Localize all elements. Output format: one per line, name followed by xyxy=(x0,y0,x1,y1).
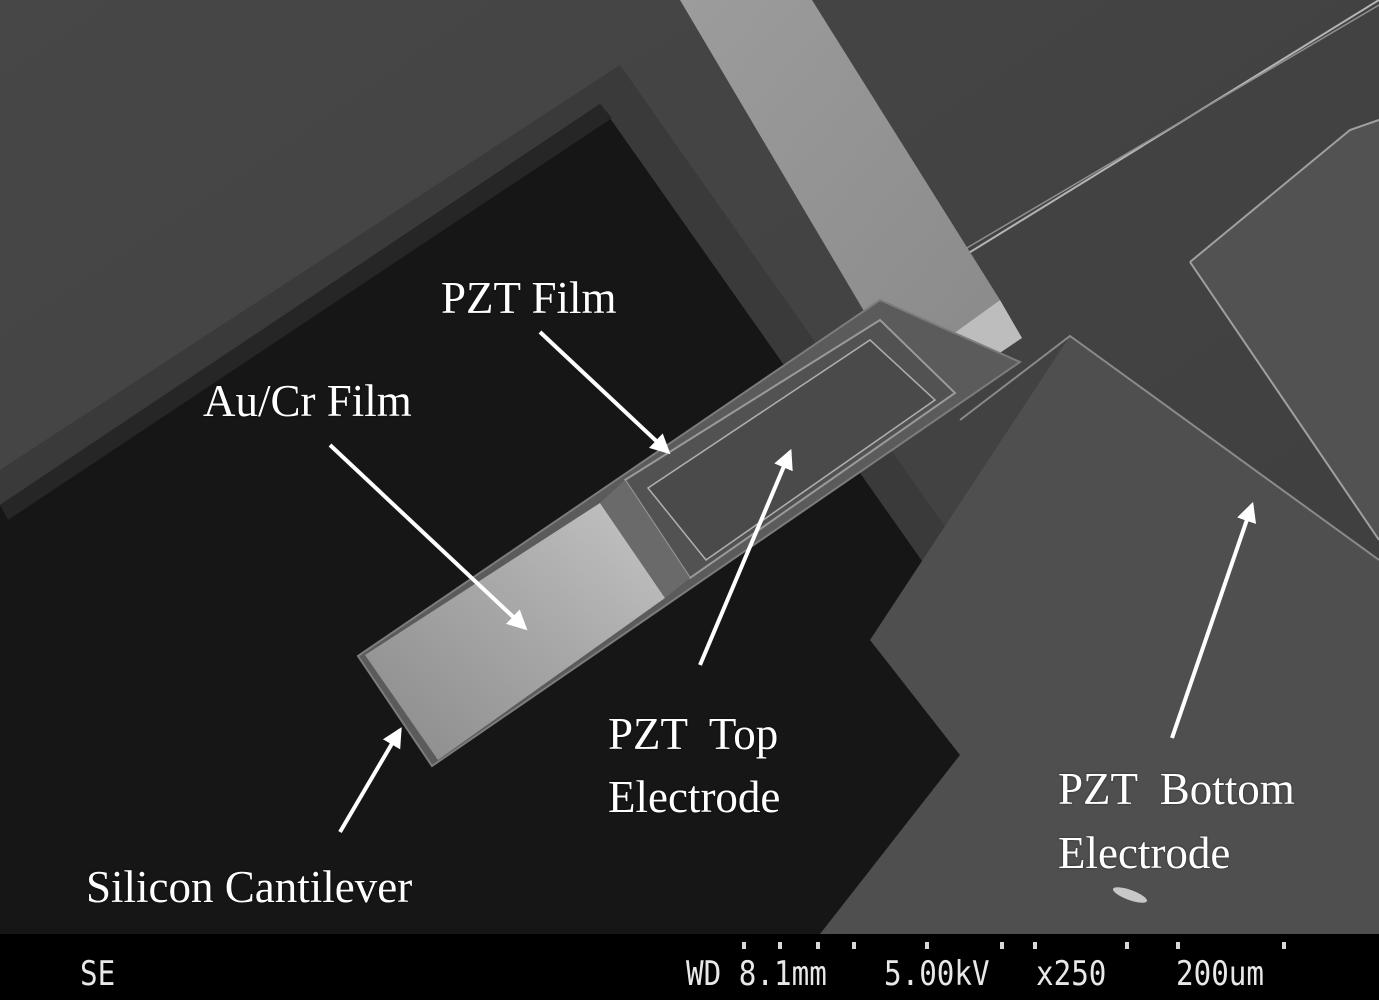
info-tick xyxy=(1176,942,1180,949)
arrow-pzt-film xyxy=(538,330,671,455)
debris-particle xyxy=(1112,887,1148,903)
trace-line-2 xyxy=(959,4,1379,253)
pzt-film-label: PZT Film xyxy=(441,273,617,323)
working-distance: WD 8.1mm xyxy=(686,954,827,994)
pzt-bottom-electrode-label-line2: Electrode xyxy=(1058,828,1231,878)
arrow-au-cr-film xyxy=(328,443,528,631)
info-tick xyxy=(778,942,782,949)
info-tick xyxy=(925,942,929,949)
au-cr-film-label: Au/Cr Film xyxy=(203,376,412,426)
silicon-cantilever-label: Silicon Cantilever xyxy=(86,862,413,912)
detector-mode: SE xyxy=(80,954,116,994)
info-tick xyxy=(1125,942,1129,949)
arrow-pzt-top-electrode xyxy=(698,448,793,666)
info-tick xyxy=(1282,942,1286,949)
pzt-bottom-electrode-label-line1: PZT Bottom xyxy=(1058,764,1295,814)
info-tick xyxy=(1033,942,1037,949)
right-pad-edge xyxy=(1189,119,1379,263)
magnification: x250 xyxy=(1036,954,1107,994)
pzt-top-electrode-label-line2: Electrode xyxy=(608,772,781,822)
info-tick xyxy=(852,942,856,949)
sem-info-bar: SE WD 8.1mm 5.00kV x250 200um xyxy=(0,934,1379,1000)
pzt-top-electrode-label-line1: PZT Top xyxy=(608,709,779,759)
cavity-edge xyxy=(0,104,612,520)
arrow-silicon-cantilever xyxy=(338,727,402,834)
film-junction xyxy=(600,480,690,598)
info-tick xyxy=(816,942,820,949)
top-electrode-lead xyxy=(680,0,1000,372)
arrow-pzt-bottom-electrode xyxy=(1170,501,1257,739)
info-tick xyxy=(742,942,746,949)
bottom-electrode-pad xyxy=(820,336,1379,934)
right-pad xyxy=(1190,120,1379,540)
sem-image xyxy=(0,0,1379,934)
bottom-electrode-edge xyxy=(959,334,1379,561)
au-cr-film xyxy=(365,503,665,760)
info-tick xyxy=(1000,942,1004,949)
etched-cavity xyxy=(0,104,1020,934)
scale-bar-value: 200um xyxy=(1176,954,1265,994)
right-pad-edge-2 xyxy=(1189,261,1379,541)
accelerating-voltage: 5.00kV xyxy=(884,954,990,994)
